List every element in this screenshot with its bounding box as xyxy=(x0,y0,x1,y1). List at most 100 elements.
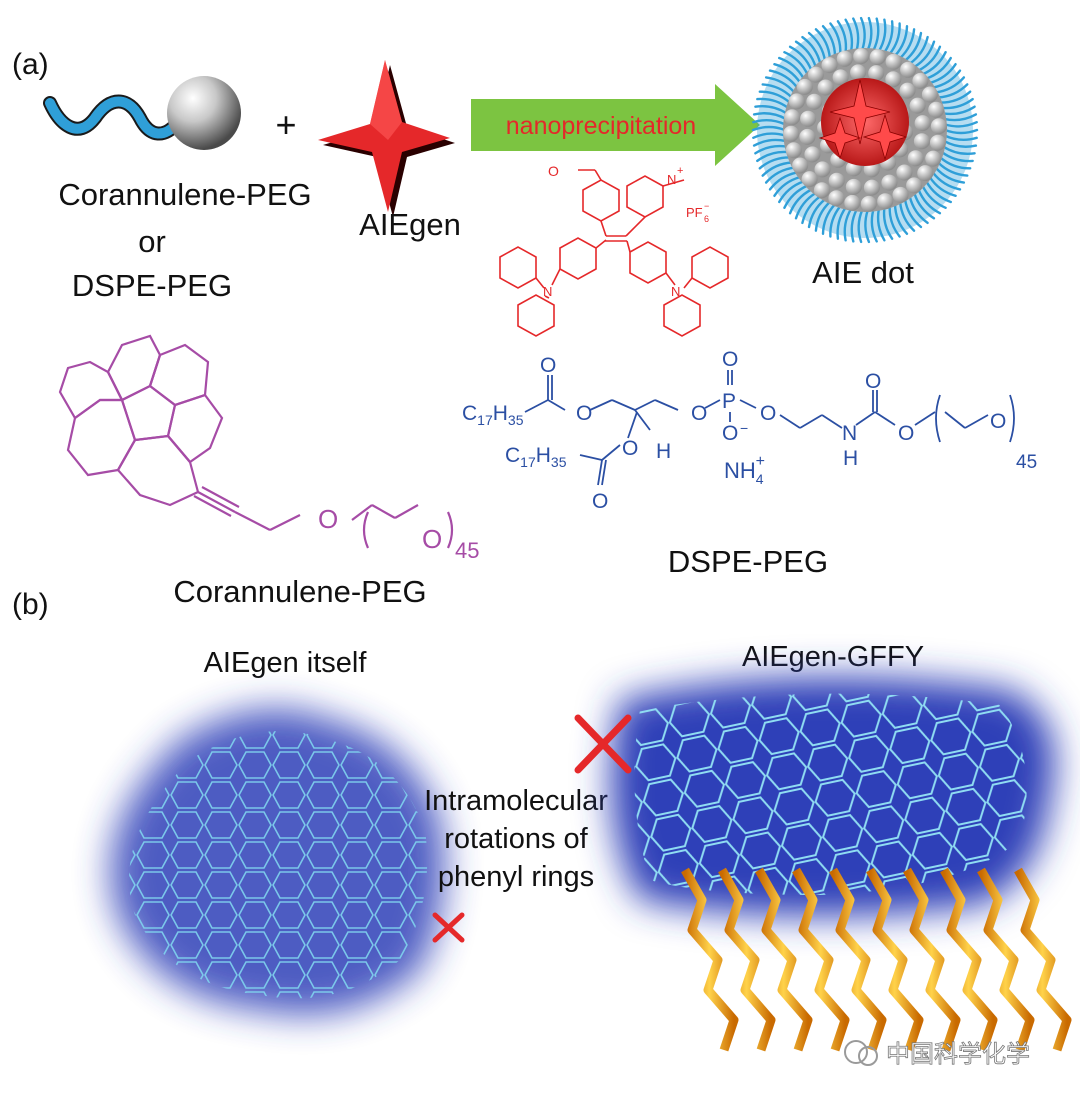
corannulene-bead xyxy=(797,79,813,95)
corannulene-bead xyxy=(910,98,926,114)
corannulene-bead xyxy=(896,165,912,181)
aiegen-star-icon xyxy=(318,60,455,217)
left-title: AIEgen itself xyxy=(204,647,368,679)
corannulene-bead xyxy=(844,195,860,211)
corannulene-bead xyxy=(853,48,869,64)
corannulene-bead xyxy=(906,177,922,193)
corannulene-bead xyxy=(850,64,866,80)
corannulene-bead xyxy=(870,49,886,65)
ammonium-4: 4 xyxy=(756,471,764,487)
dspe-labels: O O O O O O P O O − H N H O O O 45 C17H3… xyxy=(462,348,1037,513)
middle-text-1: Intramolecular xyxy=(424,785,608,817)
aiegen-atom-o: O xyxy=(548,163,559,179)
wechat-icon xyxy=(845,1041,867,1063)
corannulene-bead xyxy=(792,158,808,174)
c17h35-bot-h: H xyxy=(536,444,551,467)
dspe-repeat: 45 xyxy=(1016,452,1037,473)
corannulene-bead xyxy=(804,146,820,162)
left-cross-icon xyxy=(435,915,462,940)
corannulene-bead xyxy=(900,83,916,99)
corannulene-bead xyxy=(822,57,838,73)
dspe-p: P xyxy=(722,390,736,413)
nanoprecipitation-label: nanoprecipitation xyxy=(506,112,696,140)
aie-dot-label: AIE dot xyxy=(812,255,914,290)
corannulene-bead xyxy=(912,73,928,89)
polymer-label-dspe: DSPE-PEG xyxy=(72,268,232,303)
corannulene-bead xyxy=(783,126,799,142)
dspe-o-peg: O xyxy=(990,410,1006,433)
corannulene-bead xyxy=(846,179,862,195)
corannulene-bead xyxy=(800,111,816,127)
c17h35-top: C17H35 xyxy=(462,402,524,428)
corannulene-bead xyxy=(877,193,893,209)
dspe-o-ester: O xyxy=(898,422,914,445)
aiegen-structure: O N + PF 6 − N N xyxy=(500,163,728,336)
counterion-sub: 6 xyxy=(704,214,709,224)
corannulene-bead xyxy=(808,67,824,83)
polymer-label-corannulene: Corannulene-PEG xyxy=(58,177,311,212)
dspe-nh-h: H xyxy=(843,447,858,470)
right-title: AIEgen-GFFY xyxy=(742,641,924,673)
dspe-o-top: O xyxy=(722,348,738,371)
aiegen-gffy-assembly xyxy=(611,677,1067,1050)
corannulene-bead xyxy=(893,187,909,203)
c17h35-bot-35: 35 xyxy=(551,454,567,470)
ammonium: NH4+ xyxy=(724,453,765,487)
cor-atom-o2: O xyxy=(422,524,442,554)
middle-text-2: rotations of xyxy=(444,823,588,855)
aiegen-plus: + xyxy=(677,165,683,177)
corannulene-bead xyxy=(806,94,822,110)
c17h35-bottom: C17H35 xyxy=(505,444,567,470)
corannulene-bead xyxy=(900,62,916,78)
corannulene-bead xyxy=(915,115,931,131)
corannulene-bead xyxy=(922,87,938,103)
dspe-o-minus: O xyxy=(722,422,738,445)
dspe-o-p: O xyxy=(760,402,776,425)
dspe-structure xyxy=(525,370,1014,485)
corannulene-bead xyxy=(784,109,800,125)
corannulene-bead xyxy=(818,80,834,96)
aiegen-atom-n: N xyxy=(667,172,676,187)
dspe-o-carb: O xyxy=(865,370,881,393)
corannulene-bead xyxy=(814,182,830,198)
corannulene-bead xyxy=(815,161,831,177)
dspe-o5: O xyxy=(592,490,608,513)
dspe-h: H xyxy=(656,440,671,463)
corannulene-bead xyxy=(931,118,947,134)
c17h35-top-c: C xyxy=(462,402,477,425)
corannulene-structure xyxy=(60,336,452,548)
dspe-n: N xyxy=(842,422,857,445)
cor-repeat: 45 xyxy=(455,538,479,563)
dspe-o2: O xyxy=(576,402,592,425)
c17h35-top-35: 35 xyxy=(508,412,524,428)
dspe-o3: O xyxy=(691,402,707,425)
dspe-minus: − xyxy=(740,420,748,436)
polymer-icon xyxy=(50,76,241,150)
corannulene-bead xyxy=(802,171,818,187)
c17h35-top-h: H xyxy=(493,402,508,425)
ammonium-plus: + xyxy=(756,453,765,470)
aiegen-label: AIEgen xyxy=(359,207,461,242)
polymer-label-or: or xyxy=(138,224,166,259)
corannulene-bead xyxy=(799,129,815,145)
corannulene-bead xyxy=(917,165,933,181)
corannulene-bead xyxy=(837,51,853,67)
corannulene-bead xyxy=(914,133,930,149)
panel-b-label: (b) xyxy=(12,588,49,621)
aiegen-aggregate xyxy=(111,709,445,1015)
cor-atom-o1: O xyxy=(318,504,338,534)
panel-a-label: (a) xyxy=(12,48,49,81)
dspe-peg-name: DSPE-PEG xyxy=(668,544,828,579)
plus-sign: + xyxy=(275,104,296,145)
corannulene-bead xyxy=(829,173,845,189)
counterion-sup: − xyxy=(704,201,709,211)
watermark-text: 中国科学化学 xyxy=(886,1041,1030,1068)
corannulene-bead xyxy=(786,142,802,158)
dspe-o4: O xyxy=(622,437,638,460)
corannulene-bead xyxy=(864,180,880,196)
corannulene-bead xyxy=(886,54,902,70)
corannulene-bead xyxy=(930,135,946,151)
corannulene-bead xyxy=(789,93,805,109)
middle-text-3: phenyl rings xyxy=(438,861,594,893)
